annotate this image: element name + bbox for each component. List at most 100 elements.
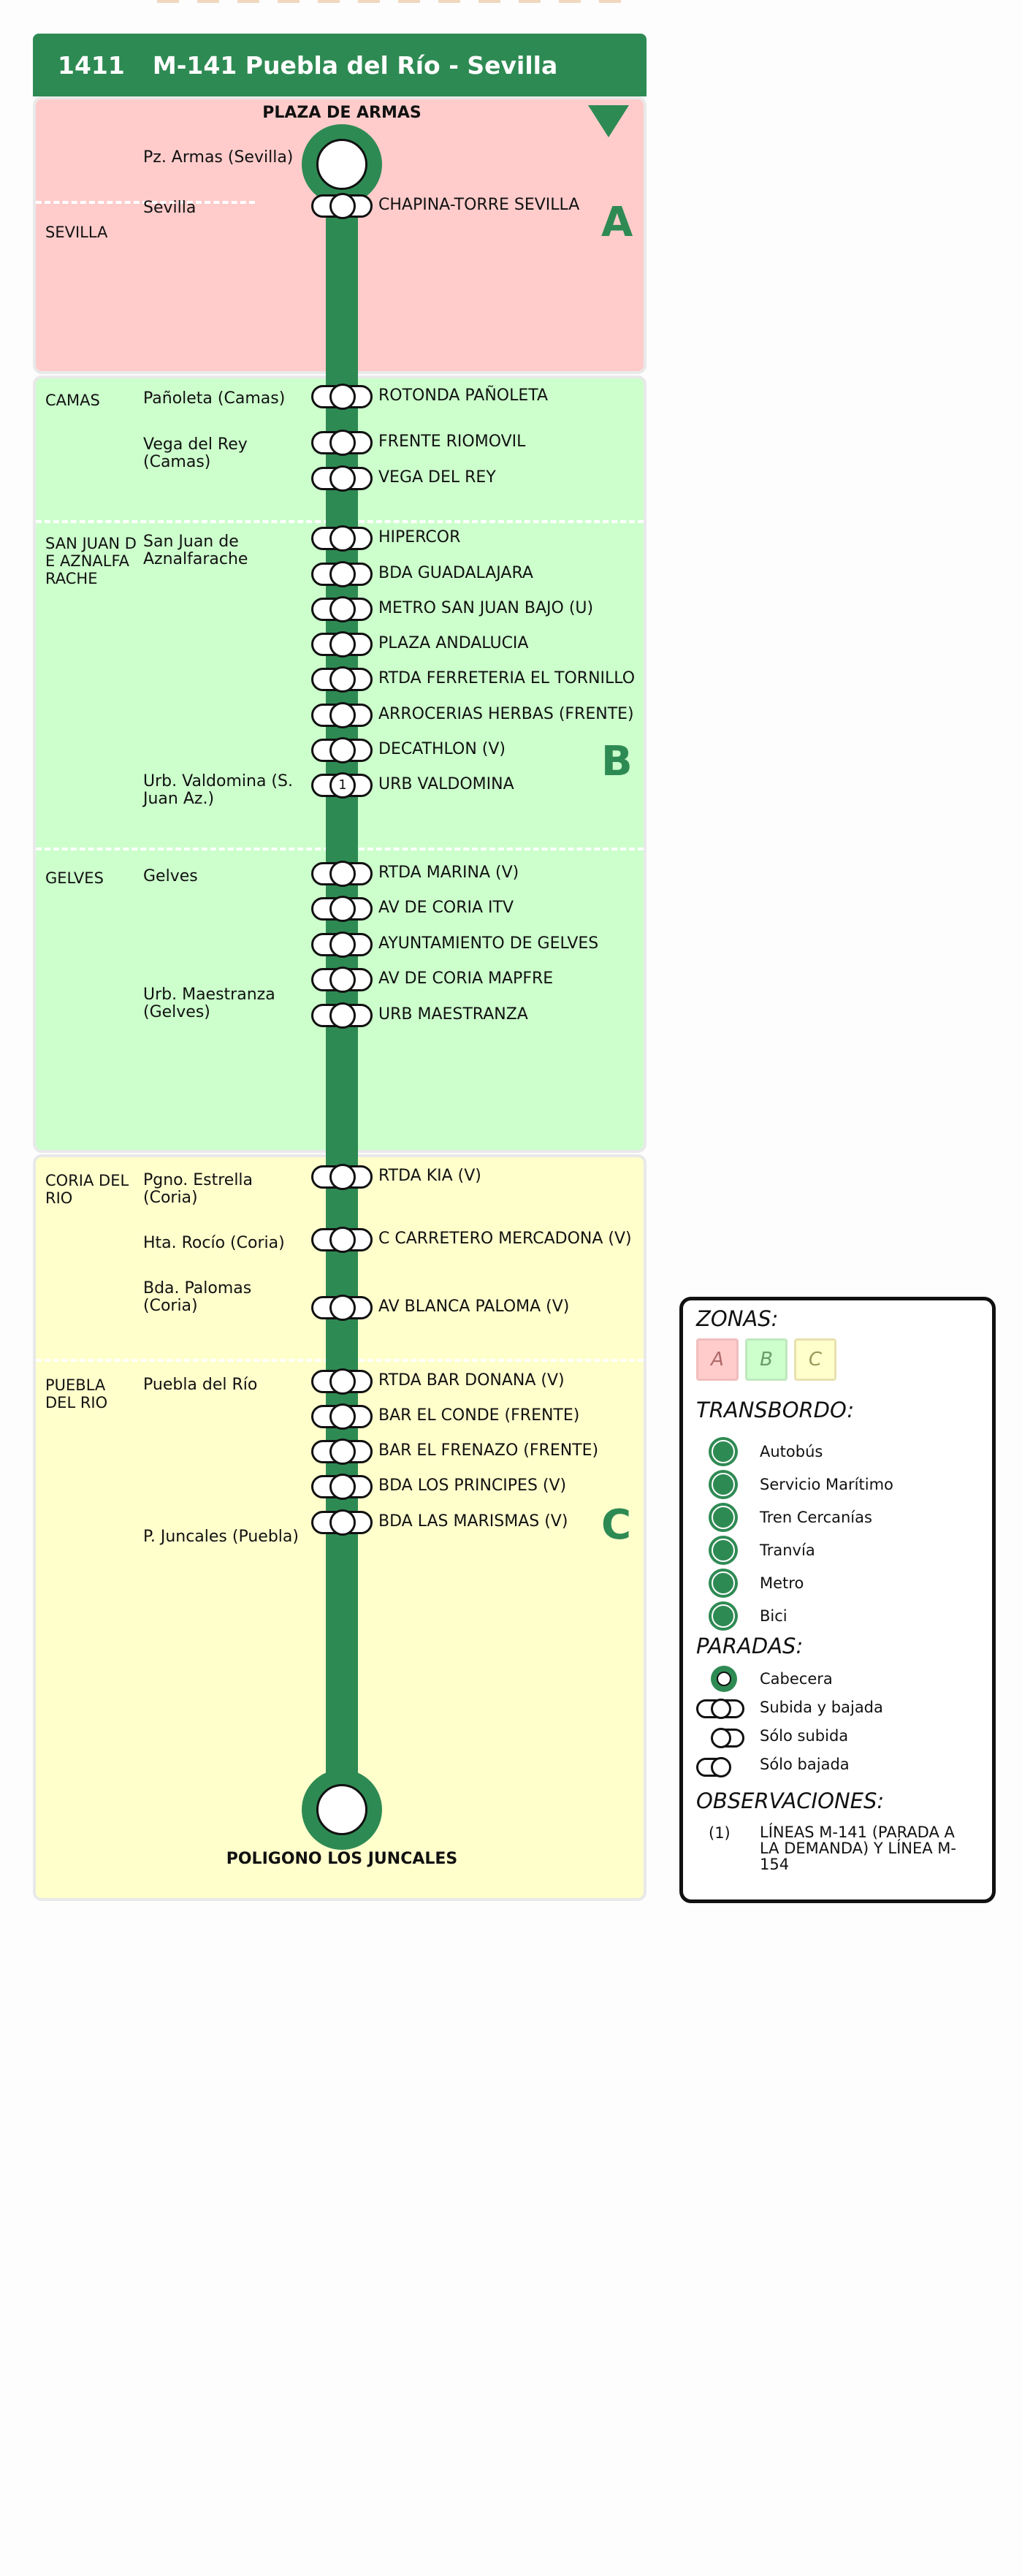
end-terminal-name: POLIGONO LOS JUNCALES (226, 1850, 458, 1868)
stop-name[interactable]: BAR EL CONDE (FRENTE) (378, 1406, 580, 1425)
stop-marker[interactable] (311, 1509, 373, 1536)
train-icon (709, 1503, 738, 1532)
place-label: Pgno. Estrella (Coria) (143, 1171, 253, 1207)
cabecera-symbol-icon (711, 1666, 737, 1692)
stop-marker[interactable] (311, 1368, 373, 1395)
legend-transbordo-title: TRANSBORDO: (696, 1398, 855, 1422)
route-header: 1411 M-141 Puebla del Río - Sevilla (33, 34, 647, 96)
stop-name[interactable]: ROTONDA PAÑOLETA (378, 386, 549, 405)
stop-marker[interactable] (311, 1227, 373, 1253)
legend-zone-c: C (794, 1338, 836, 1381)
stop-marker[interactable] (311, 861, 373, 887)
stop-name[interactable]: HIPERCOR (378, 528, 461, 546)
zone-letter-a: A (601, 199, 633, 246)
stop-name[interactable]: BDA LOS PRINCIPES (V) (378, 1476, 567, 1495)
legend-stop-type-label: Sólo subida (760, 1727, 849, 1745)
metro-icon (709, 1569, 738, 1598)
stop-name[interactable]: URB MAESTRANZA (378, 1005, 528, 1024)
stop-name[interactable]: RTDA MARINA (V) (378, 864, 519, 882)
stop-marker[interactable]: 1 (311, 772, 373, 799)
legend-zonas-title: ZONAS: (696, 1306, 779, 1331)
stop-name[interactable]: METRO SAN JUAN BAJO (U) (378, 599, 594, 617)
place-label: Gelves (143, 867, 198, 885)
stop-marker[interactable] (311, 1474, 373, 1500)
zone-letter-b: B (601, 738, 633, 785)
stop-name[interactable]: VEGA DEL REY (378, 468, 496, 487)
legend-stop-type-label: Cabecera (760, 1670, 833, 1688)
legend-transfer-label: Tren Cercanías (760, 1509, 872, 1526)
stop-marker[interactable] (311, 193, 373, 219)
legend-transfer-label: Metro (760, 1574, 804, 1592)
stop-marker[interactable] (311, 631, 373, 658)
stop-name[interactable]: RTDA KIA (V) (378, 1167, 481, 1185)
legend-panel: ZONAS: A B C TRANSBORDO: Autobús Servici… (679, 1297, 996, 1903)
stop-marker[interactable] (311, 1438, 373, 1465)
stop-marker[interactable] (311, 525, 373, 552)
stop-marker[interactable] (311, 666, 373, 693)
place-label: San Juan de Aznalfarache (143, 533, 248, 568)
solo-bajada-symbol-icon (696, 1757, 744, 1777)
legend-transfer-label: Autobús (760, 1443, 823, 1460)
stop-name[interactable]: DECATHLON (V) (378, 740, 506, 758)
municipality-label: SEVILLA (45, 224, 108, 241)
stop-marker[interactable] (311, 1295, 373, 1321)
place-label: Urb. Valdomina (S. Juan Az.) (143, 772, 293, 808)
start-terminal-marker[interactable] (302, 124, 382, 205)
legend-stop-type-label: Sólo bajada (760, 1756, 850, 1773)
stop-name[interactable]: URB VALDOMINA (378, 775, 514, 793)
stop-name[interactable]: ARROCERIAS HERBAS (FRENTE) (378, 705, 634, 723)
stop-name[interactable]: C CARRETERO MERCADONA (V) (378, 1230, 632, 1248)
municipality-label: CAMAS (45, 392, 100, 409)
place-label: Urb. Maestranza (Gelves) (143, 986, 275, 1021)
stop-name[interactable]: PLAZA ANDALUCIA (378, 634, 529, 652)
observation-text: LÍNEAS M-141 (PARADA A LA DEMANDA) Y LÍN… (760, 1824, 957, 1873)
legend-zone-b: B (745, 1338, 788, 1381)
stop-name[interactable]: RTDA BAR DONANA (V) (378, 1371, 565, 1390)
stop-marker[interactable] (311, 465, 373, 492)
zone-letter-c: C (601, 1501, 632, 1549)
municipality-label: GELVES (45, 869, 104, 887)
stop-name[interactable]: BDA LAS MARISMAS (V) (378, 1512, 568, 1531)
municipality-label: CORIA DEL RIO (45, 1172, 129, 1207)
stop-marker[interactable] (311, 896, 373, 922)
place-label: P. Juncales (Puebla) (143, 1528, 299, 1546)
legend-observaciones-title: OBSERVACIONES: (696, 1788, 885, 1813)
stop-name[interactable]: AYUNTAMIENTO DE GELVES (378, 934, 599, 953)
stop-marker[interactable] (311, 737, 373, 763)
observation-mark: (1) (709, 1824, 731, 1842)
place-label: Pañoleta (Camas) (143, 389, 286, 408)
place-label: Puebla del Río (143, 1376, 258, 1394)
stop-name[interactable]: BDA GUADALAJARA (378, 564, 533, 582)
stop-name[interactable]: AV BLANCA PALOMA (V) (378, 1297, 570, 1316)
stop-marker[interactable] (311, 561, 373, 587)
stop-marker[interactable] (311, 596, 373, 622)
stop-name[interactable]: CHAPINA-TORRE SEVILLA (378, 196, 580, 214)
stop-marker[interactable] (311, 430, 373, 456)
place-label: Pz. Armas (Sevilla) (143, 148, 294, 167)
place-label: Vega del Rey (Camas) (143, 435, 248, 471)
subida-bajada-symbol-icon (696, 1699, 744, 1719)
place-label: Bda. Palomas (Coria) (143, 1279, 252, 1315)
stop-name[interactable]: BAR EL FRENAZO (FRENTE) (378, 1441, 599, 1460)
place-label: Hta. Rocío (Coria) (143, 1234, 285, 1252)
stop-marker[interactable] (311, 967, 373, 993)
bus-icon (709, 1437, 738, 1466)
stop-name[interactable]: FRENTE RIOMOVIL (378, 432, 526, 451)
stop-name[interactable]: RTDA FERRETERIA EL TORNILLO (378, 669, 636, 687)
stop-marker[interactable] (311, 384, 373, 410)
legend-transfer-label: Servicio Marítimo (760, 1476, 893, 1493)
stop-marker[interactable] (311, 1164, 373, 1190)
zone-divider (36, 201, 255, 204)
stop-name[interactable]: AV DE CORIA ITV (378, 899, 514, 917)
stop-marker[interactable] (311, 1403, 373, 1430)
legend-stop-type-label: Subida y bajada (760, 1699, 883, 1716)
bike-icon (709, 1601, 738, 1631)
legend-zone-a: A (696, 1338, 739, 1381)
stop-note-mark: 1 (329, 772, 356, 799)
end-terminal-marker[interactable] (302, 1769, 382, 1850)
stop-marker[interactable] (311, 702, 373, 728)
stop-name[interactable]: AV DE CORIA MAPFRE (378, 969, 554, 988)
stop-marker[interactable] (311, 931, 373, 958)
legend-paradas-title: PARADAS: (696, 1634, 804, 1658)
stop-marker[interactable] (311, 1002, 373, 1029)
